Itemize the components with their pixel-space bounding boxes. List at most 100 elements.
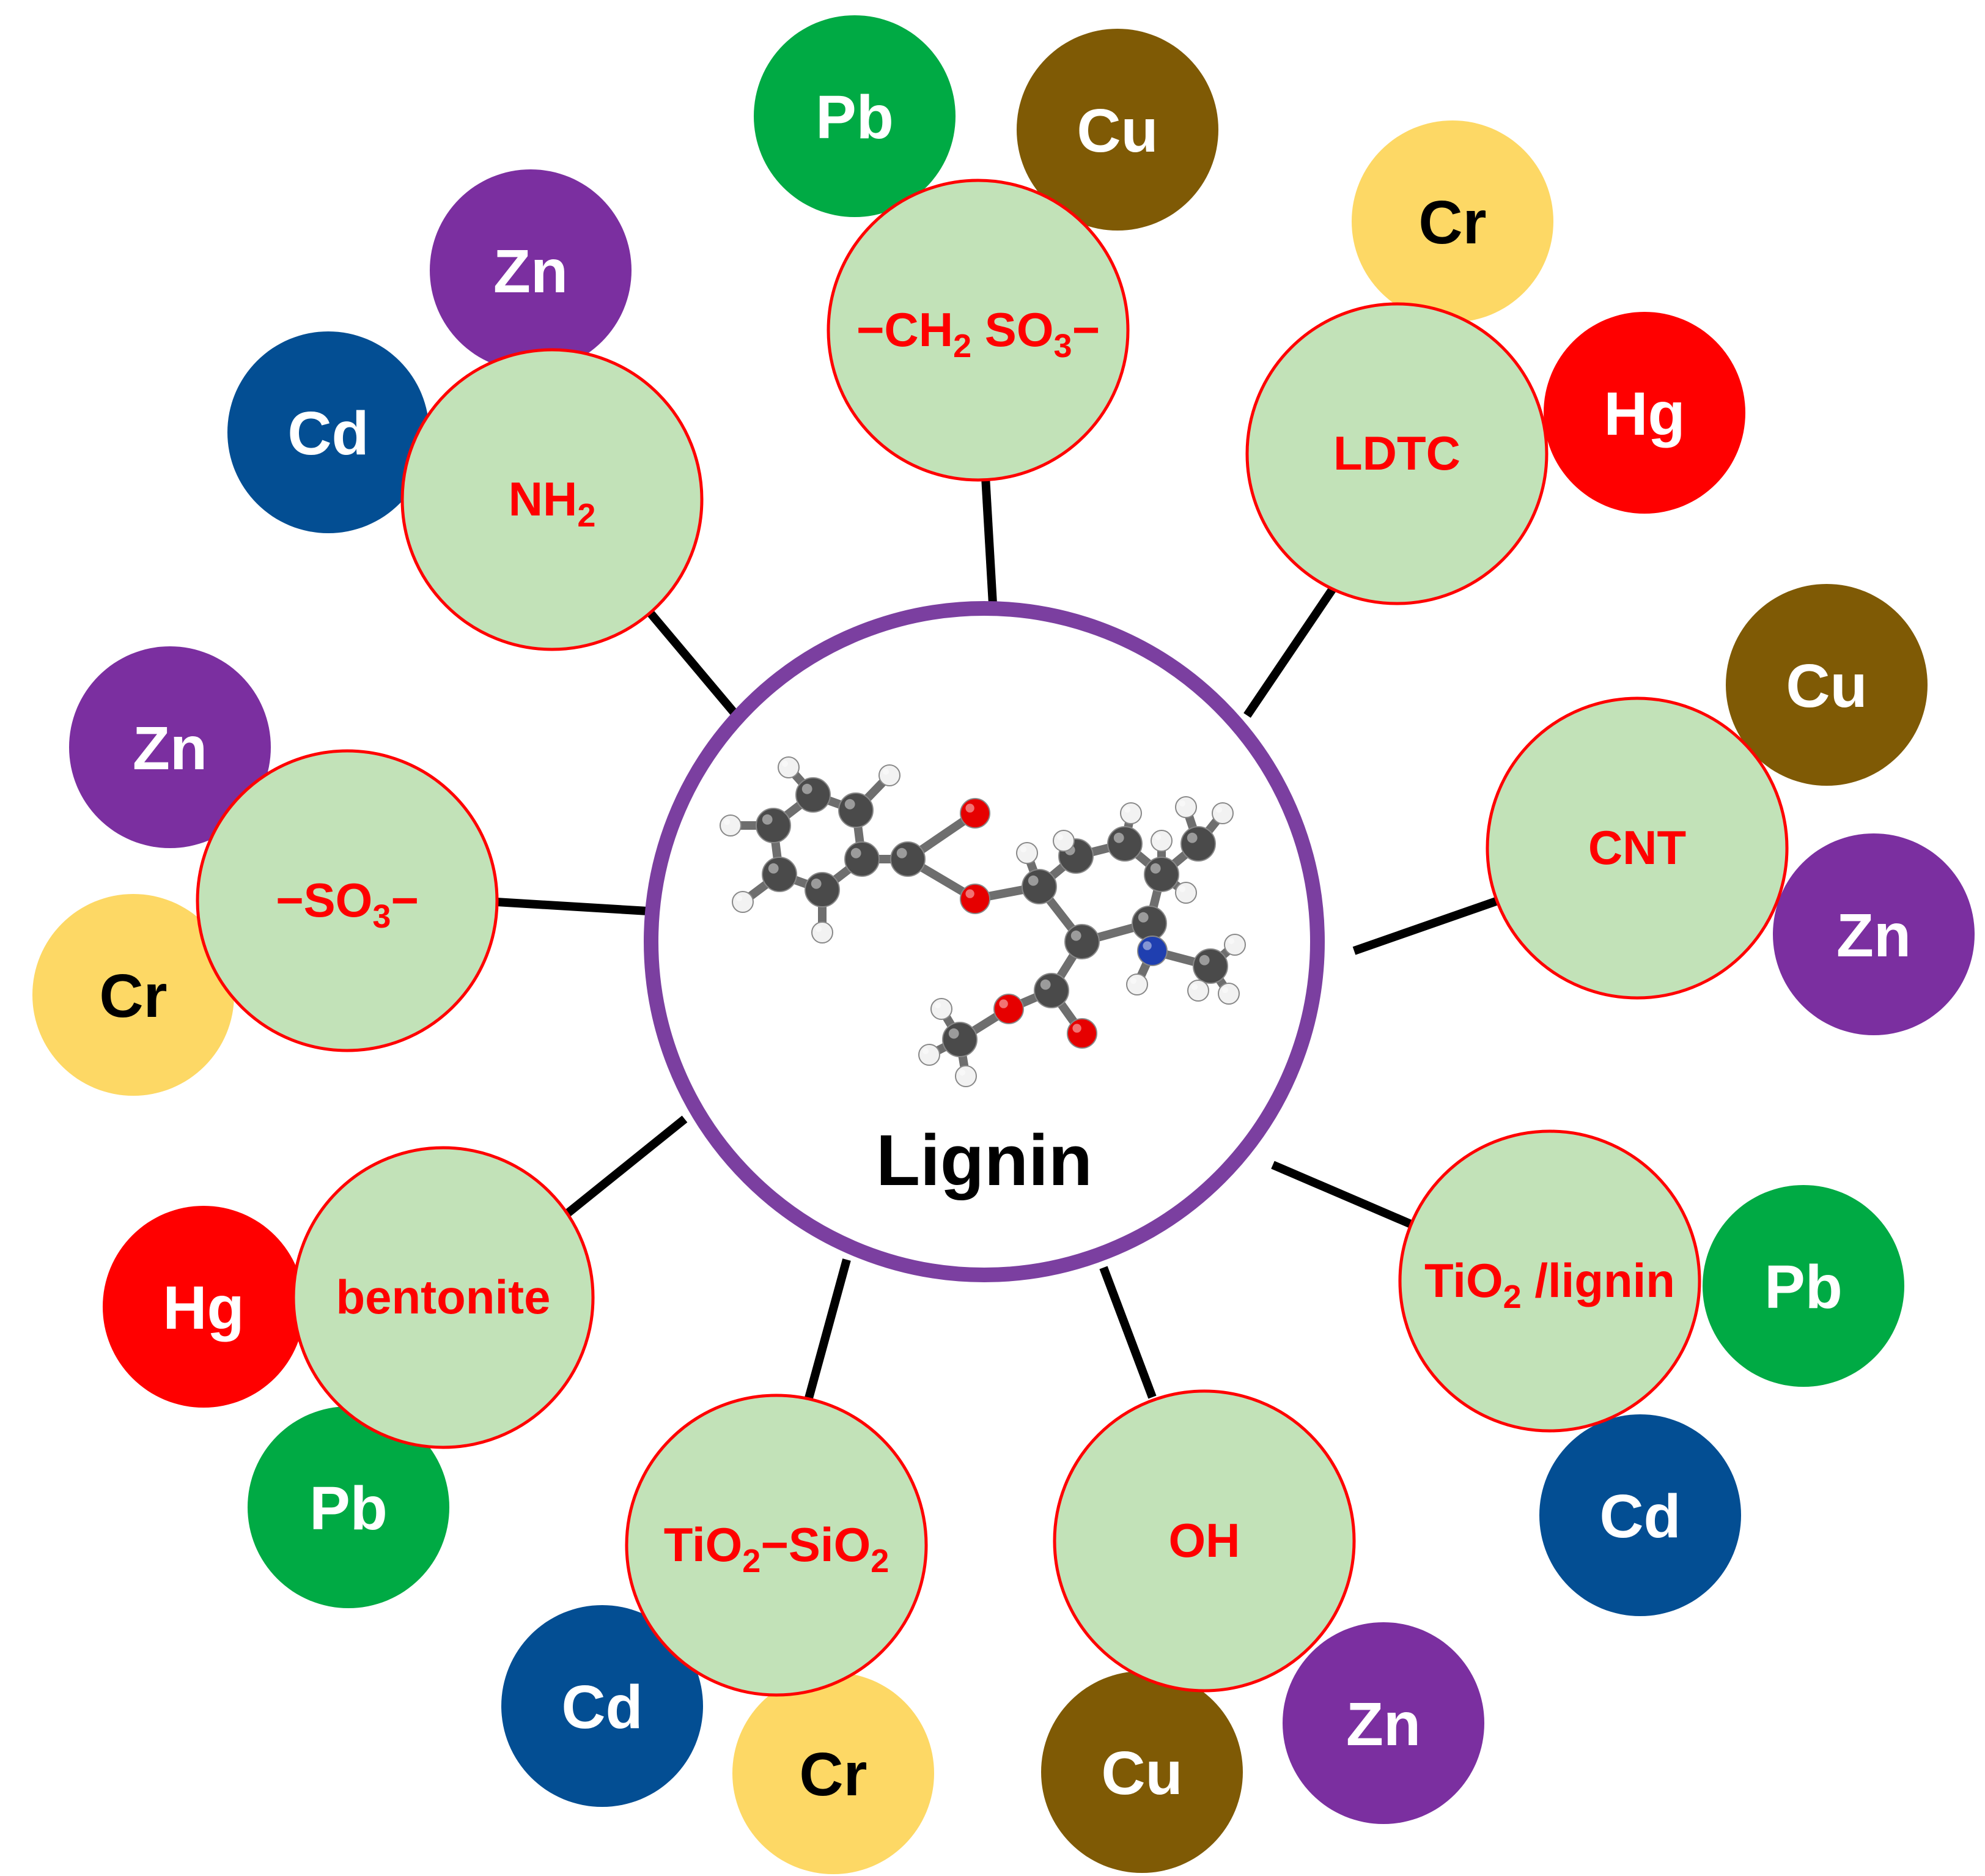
molecule-atom-highlight — [1150, 863, 1161, 874]
group-circle — [196, 749, 499, 1052]
group-node-ch2so3: Pb Cu −CH2 SO3− — [754, 15, 1218, 482]
molecule-atom-highlight — [1215, 806, 1223, 813]
metal-label: Cu — [1077, 97, 1158, 165]
molecule-atom-h — [1212, 802, 1234, 824]
molecule-atom-highlight — [735, 895, 743, 902]
molecule-atom-highlight — [1228, 937, 1235, 945]
metal-label: Hg — [163, 1274, 244, 1342]
metal-cr-so3: Cr — [32, 894, 234, 1096]
connector-nh2 — [644, 607, 745, 725]
group-label: OH — [1169, 1513, 1240, 1567]
connectors — [496, 476, 1500, 1401]
metal-label: Hg — [1604, 380, 1685, 448]
molecule-atom-h — [918, 1044, 940, 1066]
molecule-atom-h — [878, 764, 900, 786]
metal-zn-oh: Zn — [1283, 1622, 1484, 1824]
metal-cr-ldtc: Cr — [1352, 120, 1553, 322]
metal-cu-ch2so3: Cu — [1017, 29, 1218, 231]
molecule-atom-highlight — [934, 1002, 941, 1009]
molecule-atom-h — [1187, 980, 1209, 1002]
metal-pb-tio2-lignin: Pb — [1703, 1185, 1904, 1387]
molecule-atom-h — [732, 891, 754, 913]
connector-oh — [1099, 1266, 1157, 1399]
molecule-atom-highlight — [999, 999, 1008, 1008]
molecule-atom-c — [805, 872, 840, 907]
metal-cd-tio2-lignin: Cd — [1539, 1414, 1741, 1616]
metal-circle — [1041, 1671, 1243, 1873]
metal-circle — [69, 646, 271, 848]
molecule-atom-o — [960, 884, 990, 914]
molecule-atom-highlight — [1221, 986, 1229, 994]
molecule-atom-highlight — [965, 889, 974, 898]
metal-label: Cr — [799, 1740, 867, 1809]
molecule-atom-h — [1120, 802, 1142, 824]
molecule-atom-c — [1107, 826, 1143, 862]
group-circle — [1398, 1129, 1701, 1433]
molecule-atom-highlight — [1020, 846, 1027, 853]
molecule-atom-h — [778, 756, 800, 778]
molecule-atom-h — [930, 998, 952, 1020]
molecule-atom-c — [838, 792, 874, 828]
metal-circle — [754, 15, 956, 217]
metal-circle — [1773, 833, 1975, 1035]
molecule-atom-highlight — [922, 1047, 929, 1055]
connector-bentonite — [556, 1115, 688, 1224]
molecule-atom-h — [1218, 983, 1240, 1005]
connector-so3 — [496, 898, 649, 915]
molecule-atom-highlight — [844, 799, 855, 810]
molecule-atom-h — [1175, 796, 1197, 818]
group-label: −SO3− — [276, 873, 419, 935]
metal-pb-bentonite: Pb — [248, 1406, 449, 1608]
molecule-atom-highlight — [781, 760, 789, 767]
group-circle — [292, 1146, 595, 1449]
group-circle — [1486, 696, 1789, 1000]
metal-label: Pb — [1764, 1253, 1843, 1321]
molecule-atom-c — [942, 1022, 978, 1057]
group-label: −CH2 SO3− — [856, 303, 1100, 364]
metal-zn-so3: Zn — [69, 646, 271, 848]
group-circle — [1053, 1389, 1356, 1693]
molecule-atom-highlight — [1070, 930, 1081, 941]
metal-pb-ch2so3: Pb — [754, 15, 956, 217]
molecule-atom-highlight — [1056, 833, 1064, 841]
group-circle — [400, 348, 704, 651]
molecule-atom-highlight — [1191, 983, 1198, 991]
molecule-atom-highlight — [948, 1028, 959, 1039]
group-label: NH2 — [509, 472, 596, 534]
metal-label: Cu — [1786, 652, 1867, 720]
metal-circle — [1544, 312, 1745, 514]
connector-ldtc — [1243, 586, 1336, 718]
lignin-hub: Lignin — [644, 601, 1325, 1282]
molecule-atom-highlight — [1124, 806, 1131, 813]
molecule-atom-highlight — [850, 848, 861, 859]
metal-label: Pb — [816, 83, 894, 152]
molecule-atom-highlight — [723, 818, 731, 825]
molecule-atom-highlight — [801, 783, 812, 794]
molecule-atom-h — [1016, 842, 1038, 864]
metal-label: Cu — [1101, 1739, 1182, 1808]
molecule-atom-highlight — [896, 848, 907, 859]
molecule-atom-h — [1224, 934, 1246, 956]
hub-label: Lignin — [876, 1120, 1092, 1201]
molecule-atom-h — [720, 814, 742, 836]
lignin-molecule-icon — [720, 756, 1246, 1087]
molecule-atom-highlight — [965, 803, 974, 813]
molecule-atom-o — [1067, 1018, 1097, 1049]
molecule-atom-highlight — [1179, 800, 1186, 807]
metal-circle — [248, 1406, 449, 1608]
molecule-atom-highlight — [762, 814, 773, 825]
connector-cnt — [1352, 896, 1500, 955]
molecule-atom-highlight — [811, 878, 822, 889]
molecule-atom-highlight — [959, 1069, 966, 1076]
metal-label: Cd — [287, 399, 369, 468]
metal-circle — [501, 1605, 703, 1807]
molecule-atom-highlight — [1199, 955, 1210, 966]
molecule-atom-c — [762, 857, 797, 892]
molecule-atom-highlight — [1130, 977, 1137, 984]
molecule-atom-c — [1193, 948, 1228, 984]
molecule-atom-highlight — [1143, 941, 1152, 950]
